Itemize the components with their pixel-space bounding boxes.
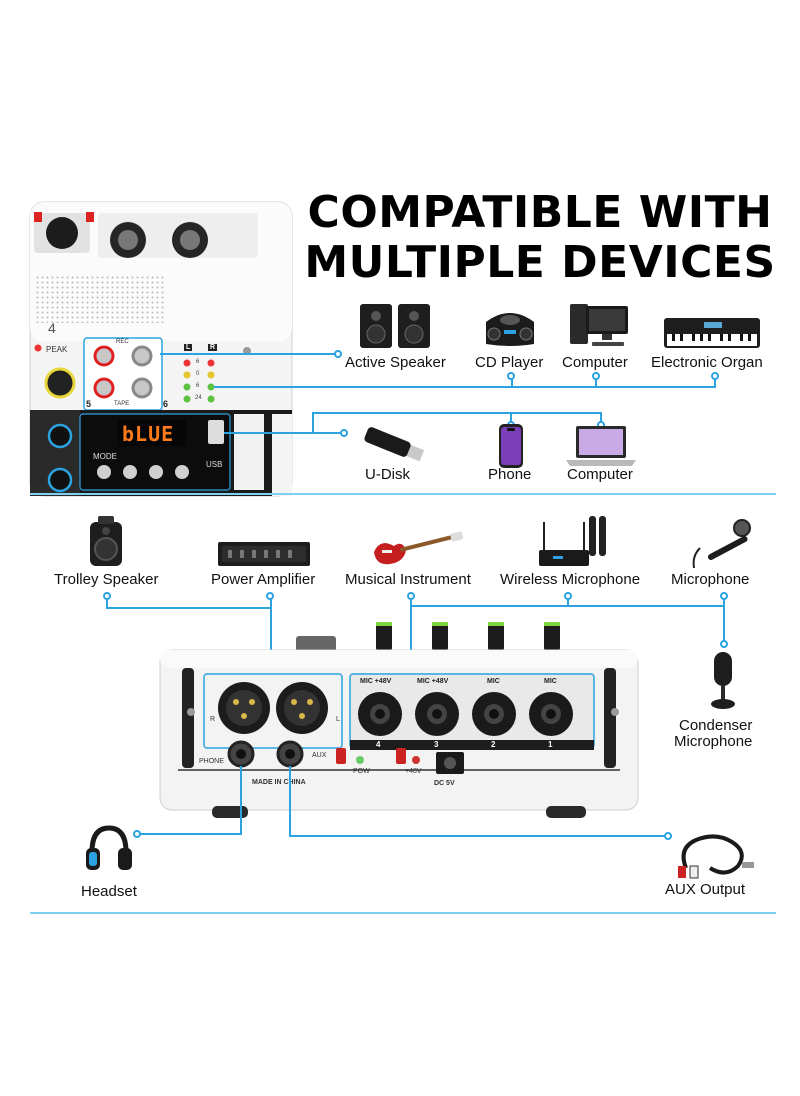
microphone-icon: [692, 519, 751, 569]
meter-val-3: 6: [196, 383, 200, 389]
mic-d-label: MIC: [544, 678, 557, 685]
section-divider: [30, 493, 776, 495]
bottom-divider: [30, 912, 776, 914]
electric-guitar-icon: [374, 531, 464, 565]
power-amplifier-label: Power Amplifier: [211, 571, 316, 588]
connector-dot: [334, 350, 342, 358]
rec-label: REC: [116, 339, 129, 345]
connector-line: [600, 412, 602, 424]
channel-5-label: 5: [86, 399, 92, 409]
output-l-label: L: [336, 716, 340, 723]
connector-line: [714, 376, 716, 386]
meter-val-4: 24: [195, 395, 202, 401]
connector-dot: [133, 830, 141, 838]
keyboard-icon: [664, 318, 760, 348]
connector-line: [312, 413, 314, 433]
u-disk-label: U-Disk: [365, 466, 410, 483]
speaker-icon: [360, 304, 430, 348]
mode-label: MODE: [93, 452, 117, 461]
connector-line: [106, 598, 108, 608]
phone-label: Phone: [488, 466, 532, 483]
connector-line: [224, 432, 344, 434]
laptop-icon: [566, 426, 636, 466]
channel-num-1: 1: [548, 740, 553, 749]
made-in-label: MADE IN CHINA: [252, 779, 306, 786]
channel-num-3: 3: [434, 740, 439, 749]
phone-jack-label: PHONE: [199, 758, 224, 765]
p48-label: +48V: [405, 768, 422, 775]
connector-line: [106, 607, 272, 609]
connector-line: [214, 386, 716, 388]
power-amplifier-icon: [218, 542, 310, 566]
connector-line: [410, 605, 724, 607]
usb-label: USB: [206, 460, 223, 469]
wireless-microphone-label: Wireless Microphone: [500, 571, 641, 588]
musical-instrument-label: Musical Instrument: [345, 571, 471, 588]
condenser-label-1: Condenser: [679, 717, 753, 734]
connector-line: [723, 598, 725, 642]
title-line-2: MULTIPLE DEVICES: [304, 237, 776, 288]
connector-line: [510, 412, 512, 424]
channel-6-label: 6: [163, 399, 169, 409]
connector-dot: [340, 429, 348, 437]
connector-line: [289, 835, 667, 837]
channel-num-4: 4: [376, 740, 381, 749]
trolley-speaker-icon: [90, 516, 122, 566]
trolley-speaker-label: Trolley Speaker: [54, 571, 159, 588]
electronic-organ-label: Electronic Organ: [651, 354, 763, 371]
phone-icon: [499, 424, 523, 468]
usb-drive-icon: [364, 427, 425, 462]
page-title: COMPATIBLE WITH MULTIPLE DEVICES: [300, 188, 780, 288]
title-line-1: COMPATIBLE WITH: [307, 187, 773, 238]
wireless-microphone-icon: [539, 516, 606, 566]
computer-label-top: Computer: [562, 354, 628, 371]
computer-label-usb: Computer: [567, 466, 633, 483]
connector-line: [567, 598, 569, 606]
connector-line: [270, 598, 272, 678]
peak-label: PEAK: [46, 345, 68, 354]
aux-cable-icon: [678, 834, 754, 879]
meter-val-2: 0: [196, 371, 200, 377]
connector-line: [410, 598, 412, 674]
connector-line: [289, 766, 291, 836]
connector-dot: [664, 832, 672, 840]
condenser-microphone-icon: [711, 652, 735, 709]
pow-label: POW: [353, 768, 370, 775]
condenser-label-2: Microphone: [674, 733, 753, 750]
connector-line: [511, 376, 513, 386]
connector-dot: [711, 372, 719, 380]
mic48-b-label: MIC +48V: [417, 678, 449, 685]
computer-icon: [570, 304, 628, 346]
meter-l-label: L: [184, 344, 193, 351]
mic48-a-label: MIC +48V: [360, 678, 392, 685]
display-readout: bLUE: [122, 422, 175, 446]
connector-line: [138, 833, 242, 835]
tape-label: TAPE: [114, 401, 130, 407]
channel-num-2: 2: [491, 740, 496, 749]
meter-r-label: R: [208, 344, 218, 351]
aux-output-label: AUX Output: [665, 881, 746, 898]
connector-line: [160, 353, 340, 355]
headset-icon: [86, 825, 132, 870]
aux-jack-label: AUX: [312, 752, 327, 759]
cd-player-label: CD Player: [475, 354, 544, 371]
connector-line: [312, 412, 602, 414]
connector-line: [240, 766, 242, 834]
headset-label: Headset: [81, 883, 137, 900]
channel-4-label: 4: [48, 320, 56, 336]
connector-dot: [507, 372, 515, 380]
meter-val-1: 6: [196, 359, 200, 365]
active-speaker-label: Active Speaker: [345, 354, 446, 371]
microphone-label: Microphone: [671, 571, 750, 588]
mic-c-label: MIC: [487, 678, 500, 685]
output-r-label: R: [210, 716, 216, 723]
connector-dot: [720, 640, 728, 648]
connector-line: [595, 376, 597, 386]
connector-dot: [592, 372, 600, 380]
dc-label: DC 5V: [434, 780, 455, 787]
cd-player-icon: [486, 313, 534, 346]
